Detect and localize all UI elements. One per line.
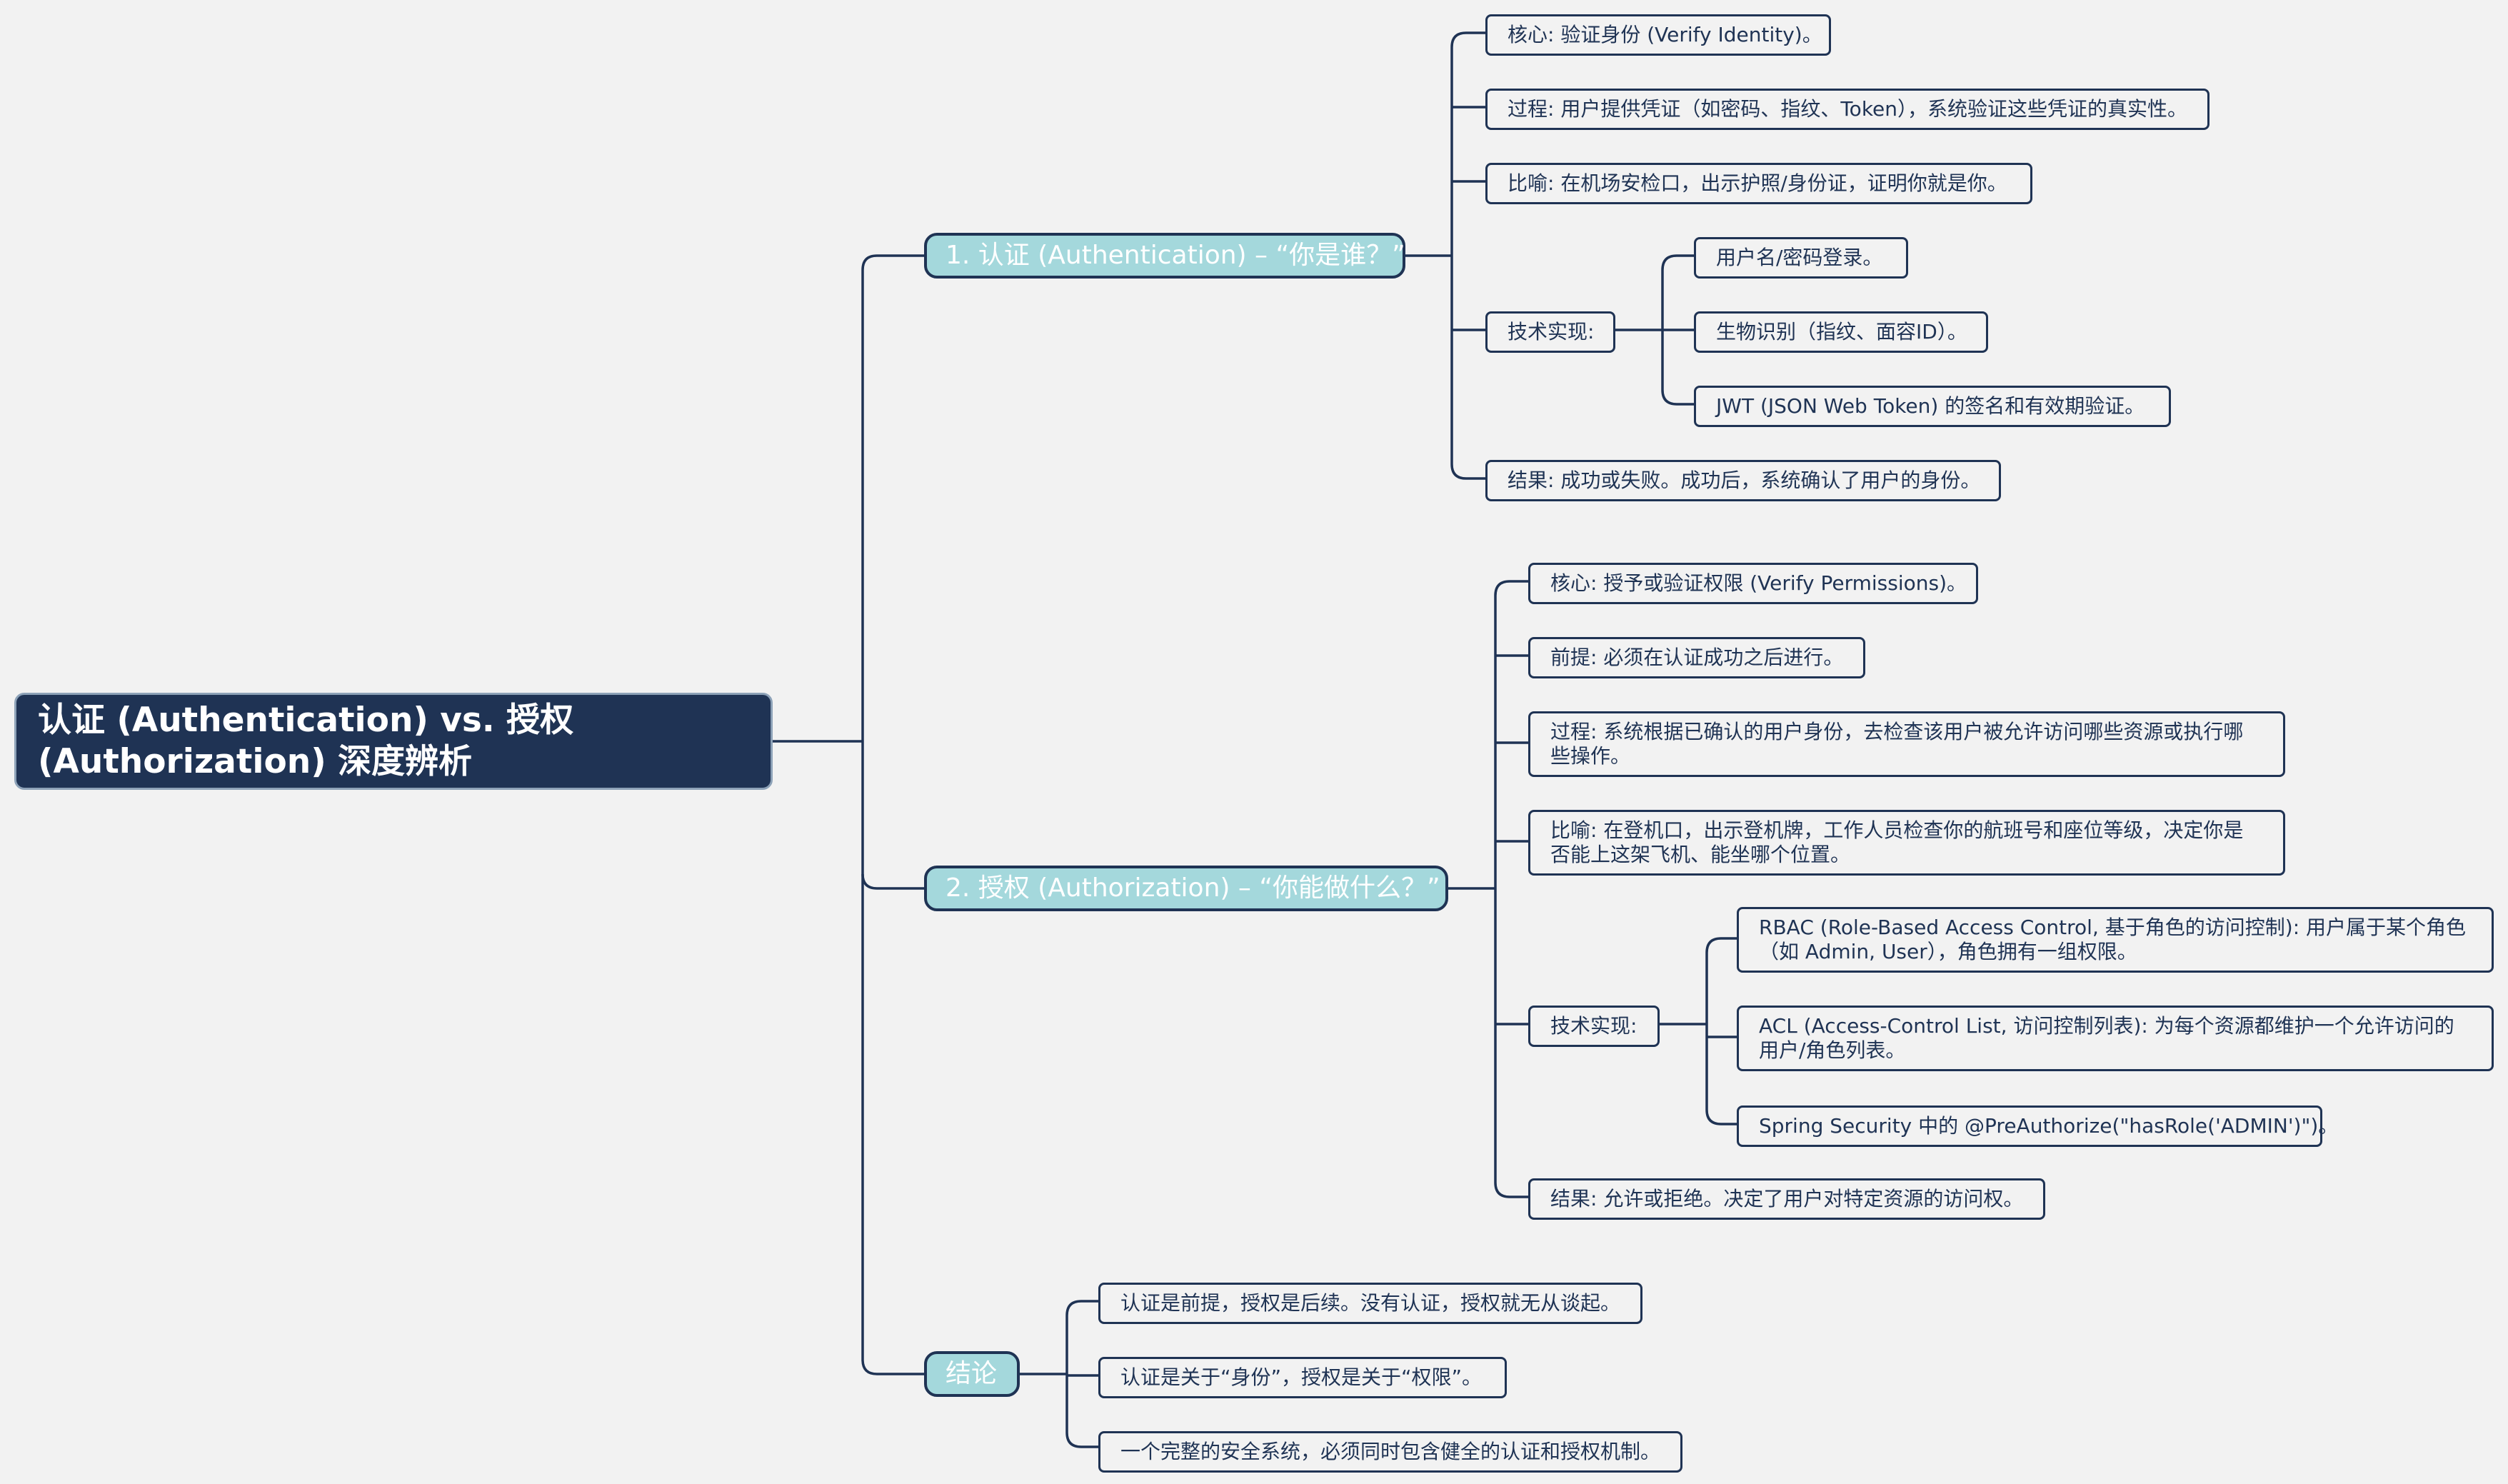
authz-core[interactable]: 核心: 授予或验证权限 (Verify Permissions)。 <box>1528 563 1978 604</box>
auth-analogy[interactable]: 比喻: 在机场安检口，出示护照/身份证，证明你就是你。 <box>1485 163 2032 204</box>
conclusion-item[interactable]: 认证是前提，授权是后续。没有认证，授权就无从谈起。 <box>1098 1283 1642 1324</box>
auth-tech-item-text: 生物识别（指纹、面容ID）。 <box>1716 320 1967 344</box>
conclusion-item-text: 一个完整的安全系统，必须同时包含健全的认证和授权机制。 <box>1120 1440 1661 1463</box>
authz-analogy-text: 比喻: 在登机口，出示登机牌，工作人员检查你的航班号和座位等级，决定你是否能上这… <box>1550 818 2244 866</box>
auth-tech-item-text: 用户名/密码登录。 <box>1716 246 1883 269</box>
root-topic[interactable]: 认证 (Authentication) vs. 授权 (Authorizatio… <box>14 693 773 790</box>
link-auth-tech-3 <box>1661 389 1694 406</box>
authz-premise[interactable]: 前提: 必须在认证成功之后进行。 <box>1528 637 1865 678</box>
authz-tech-item-text: RBAC (Role-Based Access Control, 基于角色的访问… <box>1759 916 2467 963</box>
authz-tech-label: 技术实现: <box>1550 1014 1637 1038</box>
auth-analogy-text: 比喻: 在机场安检口，出示护照/身份证，证明你就是你。 <box>1508 171 2007 195</box>
authz-result-text: 结果: 允许或拒绝。决定了用户对特定资源的访问权。 <box>1550 1187 2024 1210</box>
auth-tech-item[interactable]: 用户名/密码登录。 <box>1694 237 1908 279</box>
authz-premise-text: 前提: 必须在认证成功之后进行。 <box>1550 646 1844 669</box>
authz-tech-item-text: Spring Security 中的 @PreAuthorize("hasRol… <box>1759 1114 2339 1138</box>
conclusion-item-text: 认证是关于“身份”，授权是关于“权限”。 <box>1120 1365 1483 1389</box>
auth-tech[interactable]: 技术实现: <box>1485 311 1615 353</box>
branch-authentication[interactable]: 1. 认证 (Authentication) – “你是谁？” <box>924 233 1405 279</box>
link-conclusion-3 <box>1065 1432 1098 1448</box>
link-authz-result <box>1494 1182 1528 1198</box>
link-authz-tech-3 <box>1705 1109 1737 1125</box>
link-auth-tech-1 <box>1661 254 1694 271</box>
authz-process-text: 过程: 系统根据已确认的用户身份，去检查该用户被允许访问哪些资源或执行哪些操作。 <box>1550 720 2244 768</box>
authz-tech-item[interactable]: RBAC (Role-Based Access Control, 基于角色的访问… <box>1737 907 2494 973</box>
auth-tech-label: 技术实现: <box>1508 320 1595 344</box>
branch-conclusion[interactable]: 结论 <box>924 1351 1020 1397</box>
authz-tech-item[interactable]: Spring Security 中的 @PreAuthorize("hasRol… <box>1737 1106 2338 1147</box>
link-auth-result <box>1450 463 1485 480</box>
conclusion-item[interactable]: 认证是关于“身份”，授权是关于“权限”。 <box>1098 1357 1507 1398</box>
authz-tech-item-text: ACL (Access-Control List, 访问控制列表): 为每个资源… <box>1759 1014 2454 1062</box>
link-auth-core <box>1450 31 1485 48</box>
auth-process-text: 过程: 用户提供凭证（如密码、指纹、Token），系统验证这些凭证的真实性。 <box>1508 97 2188 121</box>
authz-core-text: 核心: 授予或验证权限 (Verify Permissions)。 <box>1550 571 1967 595</box>
link-to-authz <box>861 873 924 890</box>
auth-result[interactable]: 结果: 成功或失败。成功后，系统确认了用户的身份。 <box>1485 460 2001 501</box>
authz-result[interactable]: 结果: 允许或拒绝。决定了用户对特定资源的访问权。 <box>1528 1178 2045 1220</box>
auth-tech-item-text: JWT (JSON Web Token) 的签名和有效期验证。 <box>1716 394 2145 418</box>
auth-process[interactable]: 过程: 用户提供凭证（如密码、指纹、Token），系统验证这些凭证的真实性。 <box>1485 89 2209 130</box>
branch-authorization[interactable]: 2. 授权 (Authorization) – “你能做什么？” <box>924 866 1448 911</box>
auth-core-text: 核心: 验证身份 (Verify Identity)。 <box>1508 23 1822 46</box>
conclusion-item-text: 认证是前提，授权是后续。没有认证，授权就无从谈起。 <box>1120 1291 1621 1315</box>
link-to-auth <box>861 254 924 271</box>
authz-tech-item[interactable]: ACL (Access-Control List, 访问控制列表): 为每个资源… <box>1737 1006 2494 1071</box>
branch-authorization-label: 2. 授权 (Authorization) – “你能做什么？” <box>945 873 1440 903</box>
authz-process[interactable]: 过程: 系统根据已确认的用户身份，去检查该用户被允许访问哪些资源或执行哪些操作。 <box>1528 711 2285 777</box>
link-authz-core <box>1494 580 1528 596</box>
auth-core[interactable]: 核心: 验证身份 (Verify Identity)。 <box>1485 14 1831 56</box>
link-conclusion-1 <box>1065 1300 1098 1316</box>
authz-tech[interactable]: 技术实现: <box>1528 1006 1660 1047</box>
branch-authentication-label: 1. 认证 (Authentication) – “你是谁？” <box>945 241 1405 270</box>
auth-tech-item[interactable]: JWT (JSON Web Token) 的签名和有效期验证。 <box>1694 386 2171 427</box>
root-topic-title: 认证 (Authentication) vs. 授权 (Authorizatio… <box>38 701 574 781</box>
auth-tech-item[interactable]: 生物识别（指纹、面容ID）。 <box>1694 311 1988 353</box>
authz-analogy[interactable]: 比喻: 在登机口，出示登机牌，工作人员检查你的航班号和座位等级，决定你是否能上这… <box>1528 810 2285 876</box>
branch-conclusion-label: 结论 <box>945 1359 998 1388</box>
conclusion-item[interactable]: 一个完整的安全系统，必须同时包含健全的认证和授权机制。 <box>1098 1431 1682 1473</box>
link-to-conclusion <box>861 1359 924 1375</box>
link-authz-tech-1 <box>1705 937 1737 953</box>
auth-result-text: 结果: 成功或失败。成功后，系统确认了用户的身份。 <box>1508 468 1981 492</box>
